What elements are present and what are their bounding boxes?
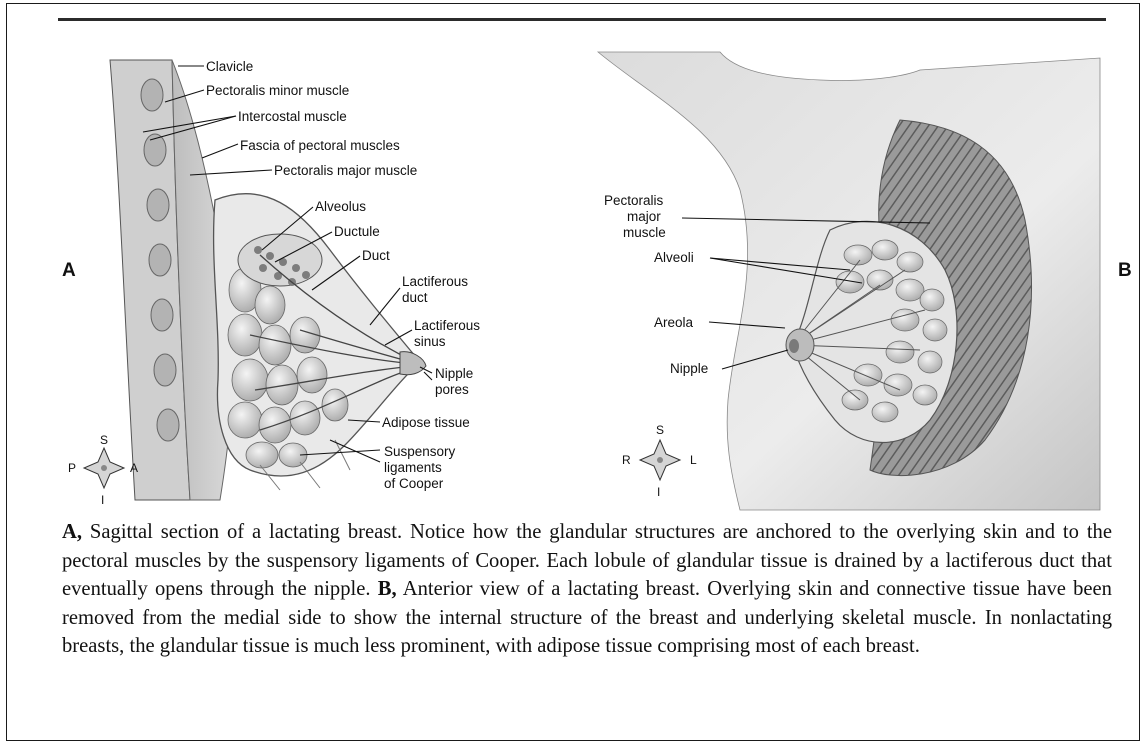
nipple-a bbox=[400, 352, 426, 375]
compass-b-right: L bbox=[690, 453, 697, 467]
panel-a-illustration bbox=[110, 60, 426, 500]
label-nipple: Nipple bbox=[670, 361, 708, 376]
label-pectoralis-b-line2: major bbox=[627, 209, 661, 224]
label-alveoli: Alveoli bbox=[654, 250, 694, 265]
label-pectoralis-major: Pectoralis major muscle bbox=[274, 163, 417, 178]
label-alveolus: Alveolus bbox=[315, 199, 366, 214]
label-nipple-pores-line1: Nipple bbox=[435, 366, 473, 381]
label-fascia: Fascia of pectoral muscles bbox=[240, 138, 400, 153]
compass-a-bottom: I bbox=[101, 493, 104, 507]
label-lactiferous-duct-line2: duct bbox=[402, 290, 428, 305]
compass-b-left: R bbox=[622, 453, 631, 467]
label-lactiferous-sinus-line1: Lactiferous bbox=[414, 318, 480, 333]
compass-b-top: S bbox=[656, 423, 664, 437]
label-lactiferous-sinus-line2: sinus bbox=[414, 334, 446, 349]
label-pectoralis-minor: Pectoralis minor muscle bbox=[206, 83, 349, 98]
label-adipose: Adipose tissue bbox=[382, 415, 470, 430]
compass-a-top: S bbox=[100, 433, 108, 447]
panel-a-letter: A bbox=[62, 260, 76, 281]
panel-b-letter: B bbox=[1118, 260, 1132, 281]
caption-a-marker: A, bbox=[62, 521, 82, 543]
label-lactiferous-duct-line1: Lactiferous bbox=[402, 274, 468, 289]
figure-caption: A, Sagittal section of a lactating breas… bbox=[62, 518, 1112, 661]
caption-b-marker: B, bbox=[378, 578, 397, 600]
label-nipple-pores-line2: pores bbox=[435, 382, 469, 397]
label-duct: Duct bbox=[362, 248, 390, 263]
compass-b: S I R L bbox=[622, 423, 697, 499]
label-areola: Areola bbox=[654, 315, 694, 330]
label-pectoralis-b-line3: muscle bbox=[623, 225, 666, 240]
compass-b-bottom: I bbox=[657, 485, 660, 499]
label-intercostal: Intercostal muscle bbox=[238, 109, 347, 124]
label-pectoralis-b-line1: Pectoralis bbox=[604, 193, 664, 208]
nipple-b bbox=[789, 339, 799, 353]
label-suspensory-line2: ligaments bbox=[384, 460, 442, 475]
compass-a-right: A bbox=[130, 461, 138, 475]
label-ductule: Ductule bbox=[334, 224, 380, 239]
compass-a: S I P A bbox=[68, 433, 138, 507]
compass-a-left: P bbox=[68, 461, 76, 475]
label-clavicle: Clavicle bbox=[206, 59, 253, 74]
label-suspensory-line1: Suspensory bbox=[384, 444, 456, 459]
label-suspensory-line3: of Cooper bbox=[384, 476, 444, 491]
